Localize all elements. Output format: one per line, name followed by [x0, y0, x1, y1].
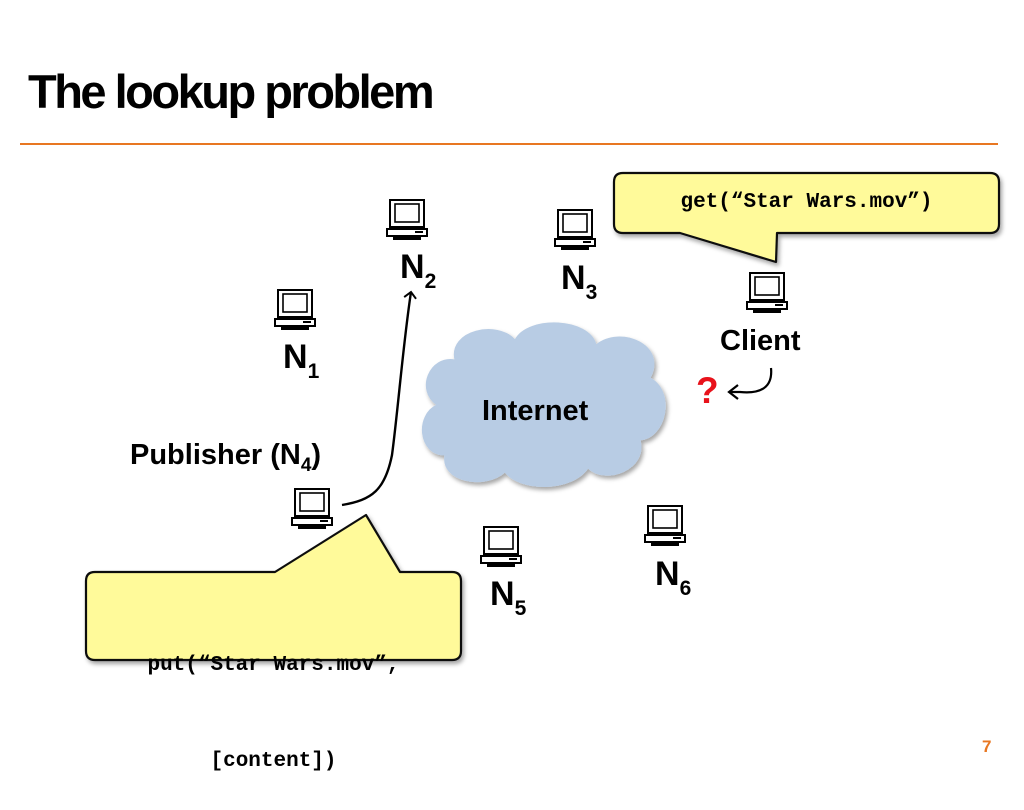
- node-label-n3: N3: [561, 259, 597, 303]
- get-callout: [612, 171, 1001, 264]
- unknown-location-mark: ?: [696, 370, 719, 411]
- desktop-computer-icon: [274, 289, 316, 330]
- client-query-arrowhead: [727, 384, 739, 400]
- node-label-n6: N6: [655, 555, 691, 599]
- node-label-base: N: [400, 248, 425, 286]
- internet-cloud-icon: [422, 322, 666, 488]
- publish-route-arrow: [341, 290, 417, 507]
- page-title: The lookup problem: [28, 65, 435, 118]
- publisher-label: Publisher (N4): [130, 439, 322, 476]
- desktop-computer-icon: [746, 272, 788, 313]
- node-label-base: N: [561, 259, 586, 297]
- publisher-label-subscript: 4: [300, 455, 312, 476]
- node-label-subscript: 6: [679, 577, 692, 600]
- node-label-n2: N2: [400, 248, 436, 292]
- internet-label: Internet: [482, 395, 589, 427]
- desktop-computer-icon: [291, 488, 333, 529]
- desktop-computer-icon: [554, 209, 596, 250]
- get-callout-text: get(“Star Wars.mov”): [680, 191, 933, 214]
- put-callout-text: put(“Star Wars.mov”, [content]): [86, 586, 461, 810]
- node-label-subscript: 2: [424, 270, 437, 293]
- node-label-n1: N1: [283, 338, 319, 382]
- node-label-subscript: 5: [514, 597, 527, 620]
- node-label-base: N: [655, 555, 680, 593]
- node-label-subscript: 3: [585, 281, 598, 304]
- node-label-subscript: 1: [307, 360, 320, 383]
- put-callout: [84, 513, 463, 662]
- node-label-n5: N5: [490, 575, 526, 619]
- desktop-computer-icon: [480, 526, 522, 567]
- node-label-base: N: [490, 575, 515, 613]
- page-number: 7: [982, 737, 992, 756]
- title-divider: [20, 143, 998, 145]
- desktop-computer-icon: [644, 505, 686, 546]
- publisher-label-suffix: ): [311, 439, 322, 471]
- diagram-canvas: [84, 171, 1001, 662]
- desktop-computer-icon: [386, 199, 428, 240]
- publisher-label-prefix: Publisher (N: [130, 439, 301, 471]
- put-callout-line-1: put(“Star Wars.mov”,: [147, 654, 400, 677]
- client-query-arrow: [730, 367, 773, 394]
- put-callout-line-2: [content]): [210, 750, 337, 773]
- client-label: Client: [720, 325, 801, 357]
- node-label-base: N: [283, 338, 308, 376]
